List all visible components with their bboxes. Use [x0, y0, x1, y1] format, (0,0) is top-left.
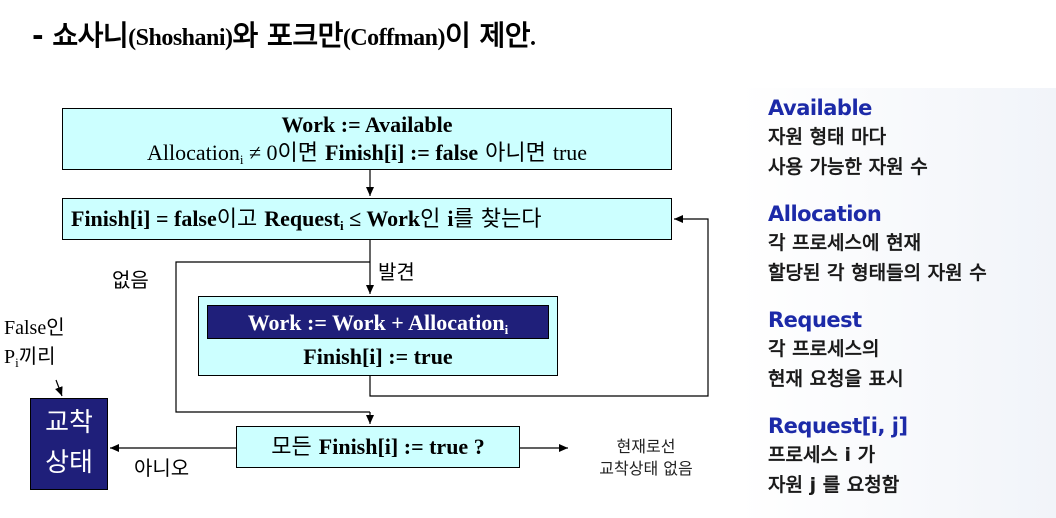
- legend-panel: [740, 88, 1056, 518]
- legend-desc: 프로세스 i 가: [768, 444, 876, 466]
- legend-available: Available 자원 형태 마다 사용 가능한 자원 수: [768, 94, 928, 182]
- legend-desc: 자원 형태 마다: [768, 126, 887, 148]
- deadlock-box: 교착 상태: [30, 398, 108, 490]
- note-p: P: [4, 346, 16, 368]
- legend-desc: 각 프로세스의: [768, 338, 880, 360]
- search-i: i: [447, 206, 454, 231]
- title-coffman-en: (Coffman): [342, 25, 446, 51]
- update-work-text: Work := Work + Allocation: [247, 310, 505, 335]
- check-finish-all-true: Finish[i] := true ?: [318, 434, 485, 459]
- legend-term: Request: [768, 308, 862, 332]
- search-box: Finish[i] = false이고 Requesti ≤ Work인 i를 …: [62, 198, 672, 240]
- legend-desc: 자원 j 를 요청함: [768, 474, 900, 496]
- note-among-ko: 끼리: [18, 344, 56, 368]
- init-not-zero: ≠ 0: [243, 140, 278, 165]
- search-find-ko: 를 찾는다: [453, 207, 542, 232]
- note-false-line1: False인: [4, 317, 65, 339]
- search-le-work: ≤ Work: [343, 206, 421, 231]
- legend-allocation: Allocation 각 프로세스에 현재 할당된 각 형태들의 자원 수: [768, 200, 987, 288]
- note-false-pi: False인 Pi끼리: [4, 314, 65, 377]
- init-else-ko: 아니면: [478, 141, 553, 166]
- init-box: Work := Available Allocationi ≠ 0이면 Fini…: [62, 108, 672, 170]
- slide-title: - 쇼사니(Shoshani)와 포크만(Coffman)이 제안.: [32, 14, 536, 54]
- search-and-ko: 이고: [216, 207, 265, 232]
- arrow-note-to-deadlock: [55, 379, 63, 397]
- search-which-ko: 인: [420, 207, 448, 232]
- legend-desc: 각 프로세스에 현재: [768, 232, 922, 254]
- title-and-coffman-ko: 와 포크만: [232, 19, 344, 52]
- title-proposed: 이 제안: [444, 19, 531, 52]
- legend-term: Request[i, j]: [768, 414, 908, 438]
- legend-desc: 사용 가능한 자원 수: [768, 156, 928, 178]
- update-box: Work := Work + Allocationi Finish[i] := …: [198, 296, 558, 376]
- deadlock-line2: 상태: [45, 448, 93, 478]
- update-finish-true: Finish[i] := true: [303, 344, 453, 369]
- search-request: Request: [264, 206, 341, 231]
- label-found: 발견: [378, 260, 415, 284]
- init-sub-i: i: [239, 152, 244, 167]
- title-dash: -: [32, 19, 53, 52]
- legend-request-ij: Request[i, j] 프로세스 i 가 자원 j 를 요청함: [768, 412, 908, 500]
- arrow-loop-back: [369, 215, 709, 397]
- result-line2: 교착상태 없음: [599, 459, 693, 478]
- legend-request: Request 각 프로세스의 현재 요청을 표시: [768, 306, 904, 394]
- init-finish-false: Finish[i] := false: [325, 140, 479, 165]
- title-shoshani-ko: 쇼사니: [52, 19, 129, 52]
- note-sub-i: i: [15, 355, 19, 370]
- deadlock-line1: 교착: [45, 408, 93, 438]
- legend-term: Available: [768, 96, 872, 120]
- check-box: 모든 Finish[i] := true ?: [236, 426, 520, 468]
- title-period: .: [530, 25, 536, 51]
- result-line1: 현재로선: [616, 437, 676, 456]
- label-none: 없음: [112, 268, 149, 292]
- legend-desc: 현재 요청을 표시: [768, 368, 904, 390]
- init-if-ko: 이면: [277, 141, 326, 166]
- result-note: 현재로선 교착상태 없음: [576, 436, 716, 480]
- check-all-ko: 모든: [271, 435, 319, 460]
- label-no: 아니오: [134, 456, 190, 480]
- update-work-box: Work := Work + Allocationi: [207, 305, 549, 339]
- legend-term: Allocation: [768, 202, 882, 226]
- title-shoshani-en: (Shoshani): [128, 25, 233, 51]
- legend-desc: 할당된 각 형태들의 자원 수: [768, 262, 987, 284]
- init-work-available: Work := Available: [281, 112, 453, 137]
- init-allocation: Allocation: [146, 140, 240, 165]
- init-true: true: [552, 140, 588, 165]
- search-finish-false: Finish[i] = false: [71, 206, 217, 231]
- search-sub-i: i: [340, 218, 344, 233]
- update-sub-i: i: [504, 322, 509, 337]
- path-none: [175, 261, 370, 413]
